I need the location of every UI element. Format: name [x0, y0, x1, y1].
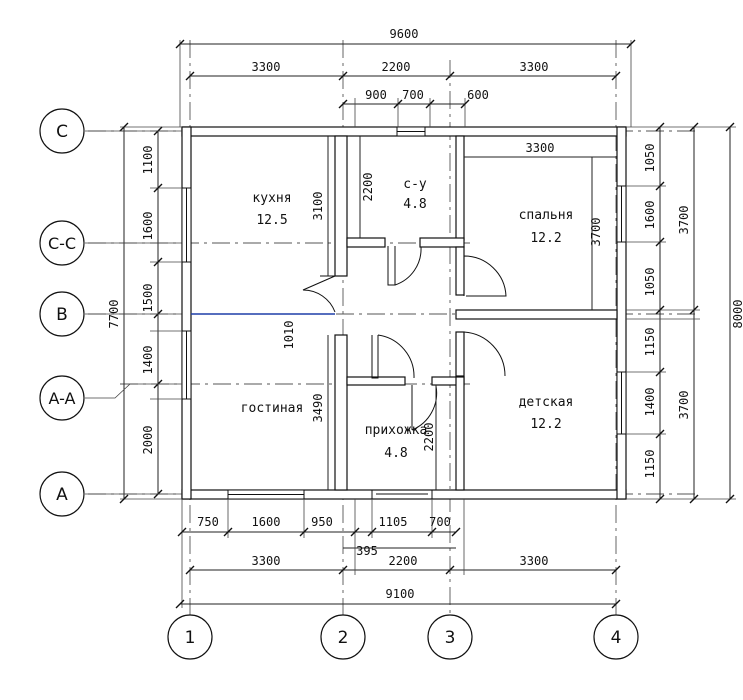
axis-bubble-c: C	[39, 108, 85, 154]
dim-top-sub-1: 900	[365, 88, 387, 102]
dim-top-seg-1: 3300	[252, 60, 281, 74]
dim-bottom-sub-3: 950	[311, 515, 333, 529]
room-name-living: гостиная	[241, 401, 304, 416]
dim-interior-5: 3490	[311, 394, 325, 423]
hallway-wall-right	[455, 376, 465, 491]
bathroom-wall-right	[455, 135, 465, 241]
dim-bottom-seg-2: 2200	[389, 554, 418, 568]
dim-bottom-offset: 395	[356, 544, 378, 558]
door-entrance	[371, 490, 433, 500]
axis-bubble-4: 4	[593, 614, 639, 660]
bathroom-wall-bottom	[346, 237, 386, 248]
room-name-kitchen: кухня	[252, 191, 291, 206]
svg-text:C: C	[56, 122, 68, 142]
axis-bubbles: C C-C B A-A A 1 2 3	[39, 108, 639, 660]
dim-right-seg-2: 3700	[677, 391, 691, 420]
dim-bottom-sub-4: 1105	[379, 515, 408, 529]
door-bathroom	[387, 246, 422, 286]
axis-bubble-b: B	[39, 291, 85, 337]
door-hallway-inner	[411, 385, 438, 431]
room-area-nursery: 12.2	[530, 417, 561, 432]
svg-text:C-C: C-C	[48, 234, 76, 253]
doors	[302, 246, 507, 500]
dim-left-seg-3: 1500	[141, 284, 155, 313]
dim-bottom-seg-1: 3300	[252, 554, 281, 568]
room-name-bedroom: спальня	[519, 208, 574, 223]
axis-bubble-3: 3	[427, 614, 473, 660]
axis-bubble-c-c: C-C	[39, 220, 85, 266]
door-nursery	[463, 331, 506, 377]
dim-right-sub-3: 1050	[643, 268, 657, 297]
outer-wall-right	[616, 126, 627, 500]
door-living	[371, 334, 415, 379]
dim-left-seg-5: 2000	[141, 426, 155, 455]
dim-bottom-sub-5: 700	[429, 515, 451, 529]
room-area-bathroom: 4.8	[403, 197, 426, 212]
dim-left-seg-2: 1600	[141, 212, 155, 241]
dim-right-overall: 8000	[731, 300, 743, 329]
axis-bubble-1: 1	[167, 614, 213, 660]
room-area-bedroom: 12.2	[530, 231, 561, 246]
room-labels: кухня 12.5 с-у 4.8 спальня 12.2 гостиная…	[241, 177, 574, 461]
dim-top-overall: 9600	[390, 27, 419, 41]
svg-text:4: 4	[611, 628, 622, 648]
door-bedroom	[463, 255, 507, 297]
svg-text:2: 2	[338, 628, 349, 648]
dim-bottom-sub-2: 1600	[252, 515, 281, 529]
room-name-bathroom: с-у	[403, 177, 427, 192]
dim-interior-1: 2200	[361, 173, 375, 202]
dimension-texts: 9600 3300 2200 3300 900 700 600 3300 750…	[107, 27, 743, 601]
svg-text:A: A	[56, 485, 68, 505]
partition-2-upper	[334, 135, 348, 277]
dim-left-seg-4: 1400	[141, 346, 155, 375]
dim-right-sub-2: 1600	[643, 201, 657, 230]
door-kitchen	[302, 275, 336, 313]
dim-interior-top: 3300	[526, 141, 555, 155]
dim-left-seg-1: 1100	[141, 146, 155, 175]
room-name-nursery: детская	[519, 395, 574, 410]
room-area-hallway: 4.8	[384, 446, 407, 461]
corridor-wall-right-lower	[455, 331, 465, 377]
windows	[181, 126, 627, 500]
svg-text:B: B	[56, 305, 68, 325]
outer-wall-left	[181, 126, 192, 500]
svg-text:A-A: A-A	[49, 389, 76, 408]
bedroom-divider	[455, 309, 618, 320]
svg-text:3: 3	[445, 628, 456, 648]
dim-interior-3: 3700	[589, 218, 603, 247]
dim-right-sub-1: 1050	[643, 144, 657, 173]
dim-interior-2: 3100	[311, 192, 325, 221]
hallway-wall-top	[346, 376, 406, 386]
dim-interior-4: 1010	[282, 321, 296, 350]
corridor-wall-right-upper	[455, 246, 465, 296]
axis-bubble-a-a: A-A	[39, 375, 85, 421]
axis-bubble-2: 2	[320, 614, 366, 660]
partition-2-lower	[334, 334, 348, 491]
dim-bottom-sub-1: 750	[197, 515, 219, 529]
dim-right-sub-4: 1150	[643, 328, 657, 357]
dim-top-sub-3: 600	[467, 88, 489, 102]
dim-bottom-seg-3: 3300	[520, 554, 549, 568]
dim-right-seg-1: 3700	[677, 206, 691, 235]
dim-top-seg-3: 3300	[520, 60, 549, 74]
dim-top-seg-2: 2200	[382, 60, 411, 74]
bathroom-wall-bottom-2	[419, 237, 465, 248]
dim-right-sub-5: 1400	[643, 388, 657, 417]
dim-right-sub-6: 1150	[643, 450, 657, 479]
dim-bottom-overall: 9100	[386, 587, 415, 601]
axis-bubble-a: A	[39, 471, 85, 517]
dim-interior-6: 2200	[422, 423, 436, 452]
room-name-hallway: прихожка	[365, 423, 428, 438]
room-area-kitchen: 12.5	[256, 213, 287, 228]
svg-text:1: 1	[185, 628, 196, 648]
dim-top-sub-2: 700	[402, 88, 424, 102]
